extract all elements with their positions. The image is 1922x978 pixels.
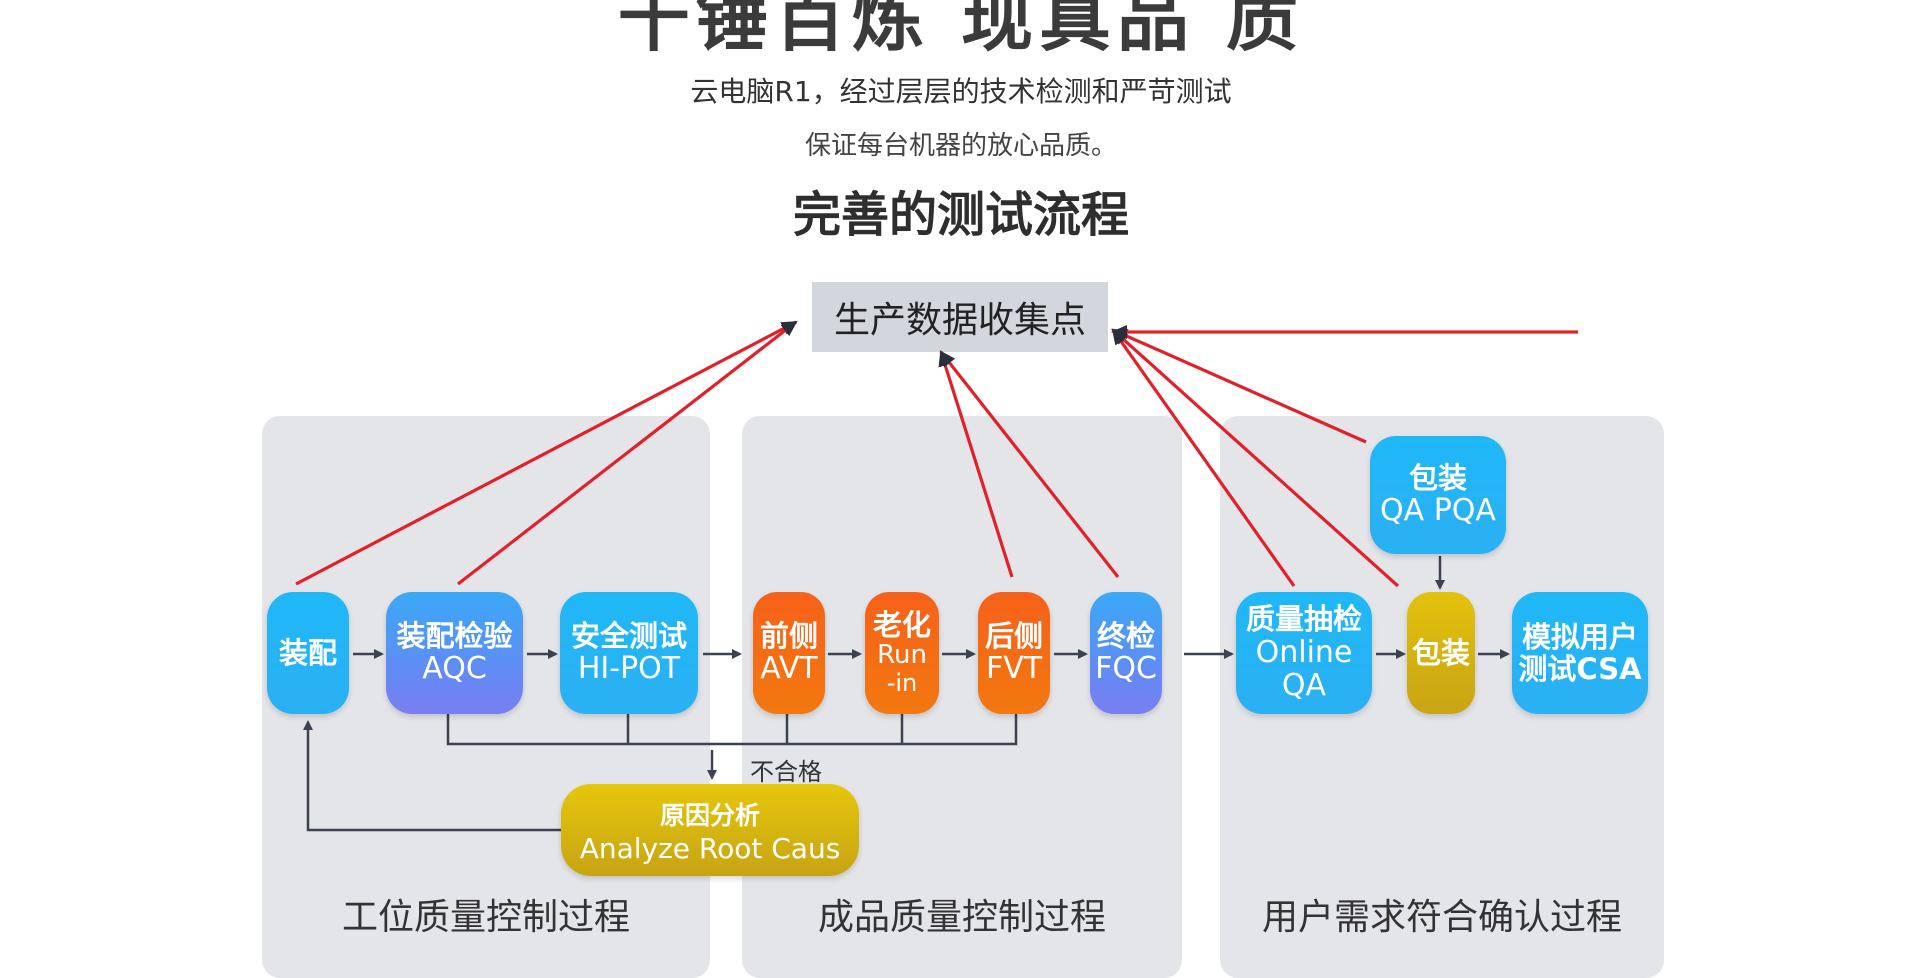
red-arrow-assembly: [295, 320, 798, 586]
red-arrow-pack: [1111, 328, 1400, 588]
node-assembly: 装配: [267, 592, 349, 714]
subtitle-line-2: 保证每台机器的放心品质。: [804, 131, 1117, 161]
subtitle-line-1: 云电脑R1，经过层层的技术检测和严苛测试: [690, 75, 1232, 108]
root-cause-title: 原因分析: [659, 800, 760, 830]
node-root-cause: 原因分析 Analyze Root Caus: [561, 784, 859, 876]
node-fqc-title: 终检: [1096, 618, 1155, 653]
node-online-qa-code-2: QA: [1281, 668, 1327, 704]
node-runin-title: 老化: [872, 607, 931, 642]
node-avt-title: 前侧: [759, 618, 818, 653]
headline: 千锤百炼 现真品 质: [617, 0, 1305, 61]
fail-bus: [446, 714, 1018, 746]
root-cause-code: Analyze Root Caus: [579, 831, 841, 865]
node-pqa: 包装 QA PQA: [1370, 436, 1506, 554]
node-fqc-code: FQC: [1095, 651, 1157, 687]
node-fvt-code: FVT: [985, 651, 1043, 687]
node-online-qa-title: 质量抽检: [1245, 602, 1362, 637]
node-runin-code-2: -in: [886, 669, 918, 698]
node-fqc: 终检 FQC: [1090, 592, 1162, 714]
red-arrow-fqc: [939, 350, 1120, 578]
node-aqc-title: 装配检验: [396, 618, 513, 653]
node-online-qa: 质量抽检 Online QA: [1236, 592, 1372, 714]
node-csa: 模拟用户 测试CSA: [1512, 592, 1648, 714]
node-hipot-title: 安全测试: [570, 618, 687, 653]
node-csa-title: 模拟用户: [1521, 619, 1638, 654]
red-arrow-aqc: [457, 320, 798, 586]
node-pqa-code: QA PQA: [1380, 493, 1496, 529]
node-aqc-code: AQC: [422, 651, 487, 687]
flow-title: 完善的测试流程: [792, 187, 1129, 243]
node-hipot: 安全测试 HI-POT: [560, 592, 698, 714]
fail-label: 不合格: [750, 758, 822, 786]
red-arrow-pqa: [1111, 328, 1367, 444]
node-runin: 老化 Run -in: [865, 592, 939, 714]
node-fvt-title: 后侧: [984, 618, 1043, 653]
node-pqa-title: 包装: [1408, 460, 1467, 495]
node-aqc: 装配检验 AQC: [386, 592, 523, 714]
arrow-rootcause-assembly: [303, 720, 561, 832]
red-arrow-fvt: [938, 350, 1014, 578]
panel-label-product-qc: 成品质量控制过程: [817, 897, 1106, 938]
node-csa-code: 测试CSA: [1518, 652, 1642, 686]
node-packaging: 包装: [1407, 592, 1475, 714]
panel-label-station-qc: 工位质量控制过程: [341, 897, 630, 938]
node-runin-code: Run: [877, 640, 927, 671]
node-hipot-code: HI-POT: [577, 651, 681, 687]
node-avt: 前侧 AVT: [753, 592, 825, 714]
node-online-qa-code: Online: [1255, 634, 1353, 670]
node-assembly-label: 装配: [278, 635, 337, 670]
data-collection-point: 生产数据收集点: [812, 282, 1108, 352]
node-packaging-label: 包装: [1411, 635, 1470, 670]
node-fvt: 后侧 FVT: [978, 592, 1050, 714]
red-arrow-oqa: [1111, 328, 1296, 587]
panel-label-user-confirm: 用户需求符合确认过程: [1261, 897, 1622, 938]
node-avt-code: AVT: [760, 651, 818, 687]
